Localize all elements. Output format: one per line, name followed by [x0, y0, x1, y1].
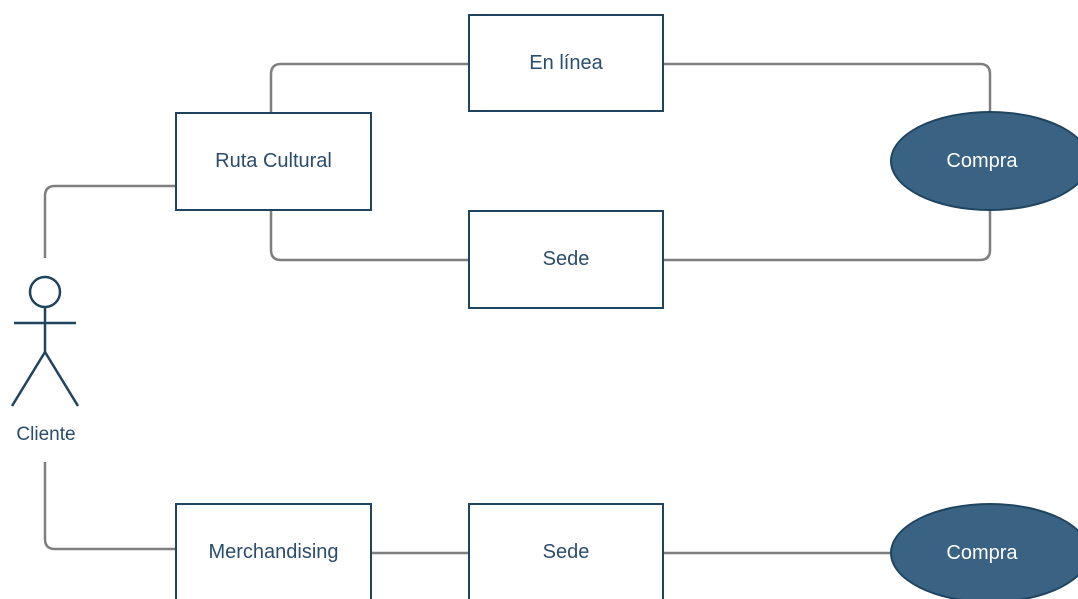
connector-en-linea-compra: [664, 62, 992, 112]
connector-cliente-merchandising: [43, 462, 176, 551]
node-compra-bottom[interactable]: Compra: [890, 503, 1078, 599]
actor-label: Cliente: [16, 424, 76, 445]
node-ruta-cultural[interactable]: Ruta Cultural: [175, 112, 372, 211]
node-merchandising-label: Merchandising: [208, 540, 339, 563]
connector-ruta-cultural-sede: [269, 210, 468, 262]
connector-sede-compra: [664, 210, 992, 262]
connector-ruta-cultural-en-linea: [269, 62, 468, 112]
actor-cliente[interactable]: Cliente: [8, 266, 84, 456]
node-sede-top-label: Sede: [542, 248, 590, 270]
node-compra-top[interactable]: Compra: [890, 111, 1078, 211]
stick-figure-icon: [10, 275, 80, 407]
node-compra-top-label: Compra: [946, 149, 1018, 172]
node-sede-top[interactable]: Sede: [468, 210, 664, 309]
connector-cliente-ruta-cultural: [43, 184, 176, 258]
node-en-linea-label: En línea: [529, 51, 603, 74]
node-en-linea[interactable]: En línea: [468, 14, 664, 112]
node-merchandising[interactable]: Merchandising: [175, 503, 372, 599]
node-ruta-cultural-label: Ruta Cultural: [215, 150, 332, 172]
node-sede-bottom[interactable]: Sede: [468, 503, 664, 599]
node-compra-bottom-label: Compra: [946, 541, 1018, 564]
node-sede-bottom-label: Sede: [542, 540, 590, 563]
